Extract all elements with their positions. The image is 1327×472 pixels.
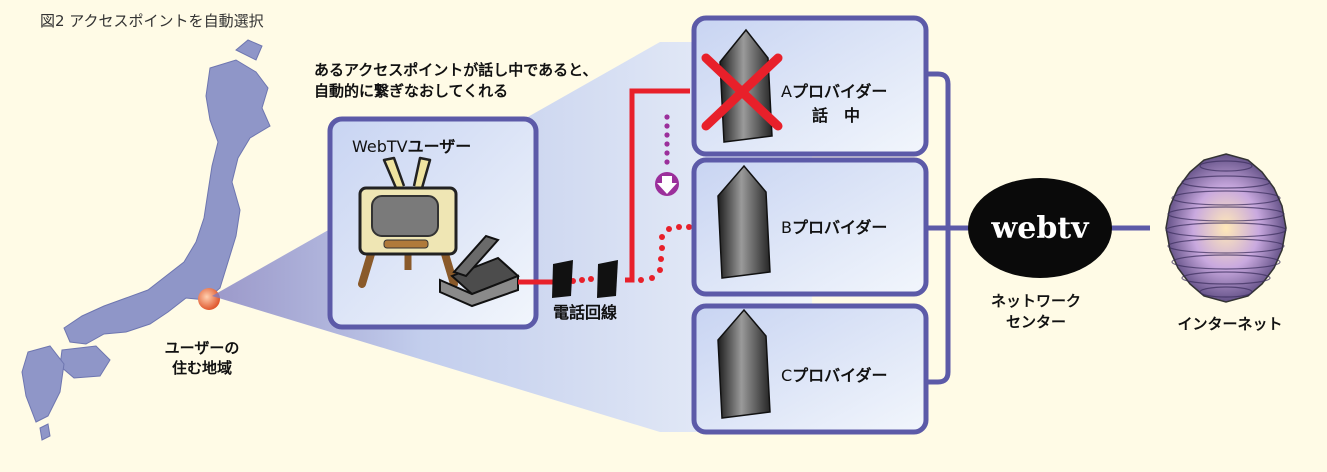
provider-a-label: Aプロバイダー — [781, 82, 887, 101]
provider-connectors — [926, 71, 1150, 385]
provider-a-letter: A — [781, 82, 792, 101]
user-region-marker — [198, 288, 220, 310]
provider-b-building-icon — [717, 164, 771, 279]
provider-c-name: プロバイダー — [792, 366, 887, 385]
reroute-arrow-icon — [655, 114, 679, 196]
network-center-label-line-2: センター — [1006, 313, 1066, 331]
provider-b-label: Bプロバイダー — [781, 218, 887, 237]
provider-a-name: プロバイダー — [792, 82, 887, 101]
provider-c-letter: C — [781, 366, 792, 385]
network-center-node — [968, 178, 1112, 278]
annotation-line-1: あるアクセスポイントが話し中であると、 — [314, 61, 598, 79]
webtv-user-prefix: WebTV — [352, 137, 408, 156]
region-label-line-1: ユーザーの — [165, 339, 240, 357]
provider-b-letter: B — [781, 218, 792, 237]
provider-b-name: プロバイダー — [792, 218, 887, 237]
internet-globe-icon — [1165, 153, 1287, 303]
phone-line-reroute — [570, 224, 692, 284]
provider-a-status: 話 中 — [812, 106, 860, 125]
provider-c-building-icon — [717, 308, 771, 419]
annotation-line-2: 自動的に繋ぎなおしてくれる — [314, 82, 508, 100]
webtv-user-suffix: ユーザー — [408, 137, 472, 156]
line-jack-left — [552, 260, 573, 298]
network-center-label-line-1: ネットワーク — [991, 292, 1081, 310]
japan-map — [21, 39, 271, 441]
television-icon — [358, 156, 458, 288]
phone-line-active — [518, 88, 690, 285]
line-jack-right — [597, 260, 618, 298]
set-top-box-icon — [439, 234, 520, 308]
internet-label: インターネット — [1177, 315, 1282, 333]
busy-cross-icon — [701, 53, 783, 131]
figure-title: 図2 アクセスポイントを自動選択 — [40, 12, 264, 30]
provider-c-label: Cプロバイダー — [781, 366, 888, 385]
phone-line-label: 電話回線 — [553, 303, 617, 322]
region-label-line-2: 住む地域 — [172, 359, 232, 377]
webtv-logo: webtv — [990, 211, 1090, 246]
webtv-user-title: WebTVユーザー — [352, 137, 471, 156]
